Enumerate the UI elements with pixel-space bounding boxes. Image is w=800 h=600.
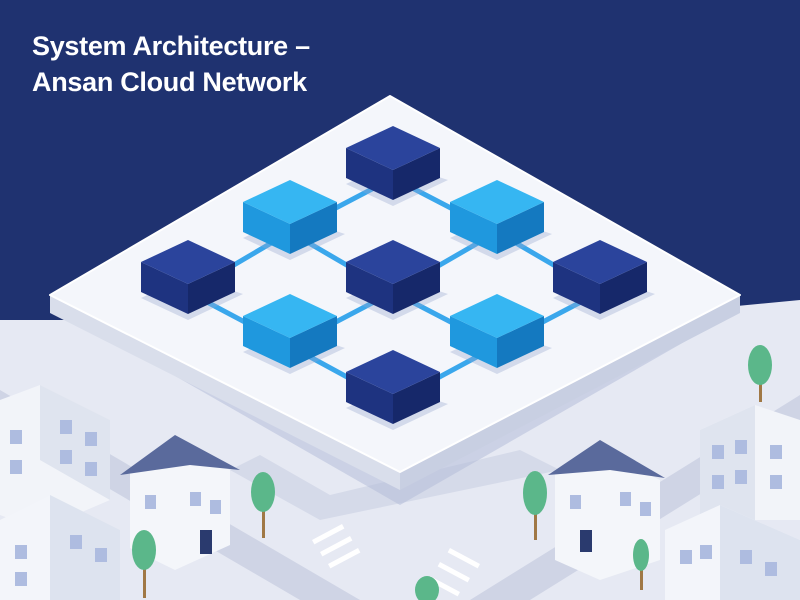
node-n7-service	[243, 294, 345, 374]
platform-side-left	[50, 295, 400, 490]
node-n5-server	[346, 240, 448, 320]
network-nodes	[141, 126, 655, 430]
node-n4-server	[141, 240, 243, 320]
tree-right-2	[523, 471, 547, 540]
tree-right-4	[633, 539, 649, 590]
tree-left-2	[132, 530, 156, 598]
node-n1-server	[346, 126, 448, 206]
page-title: System Architecture – Ansan Cloud Networ…	[32, 28, 310, 100]
tree-left-1	[251, 472, 275, 538]
node-n9-server	[346, 350, 448, 430]
node-n3-service	[450, 180, 552, 260]
node-n6-server	[553, 240, 655, 320]
title-line-1: System Architecture –	[32, 31, 310, 61]
building-left-1	[0, 385, 110, 530]
building-left-2	[0, 495, 120, 600]
house-left	[120, 435, 240, 570]
building-right-1	[700, 405, 800, 520]
node-n8-service	[450, 294, 552, 374]
house-right	[548, 440, 665, 580]
node-n2-service	[243, 180, 345, 260]
tree-right-1	[748, 345, 772, 402]
building-right-2	[665, 505, 800, 600]
tree-right-3	[415, 576, 439, 600]
platform-side-right	[400, 295, 740, 490]
title-line-2: Ansan Cloud Network	[32, 67, 307, 97]
